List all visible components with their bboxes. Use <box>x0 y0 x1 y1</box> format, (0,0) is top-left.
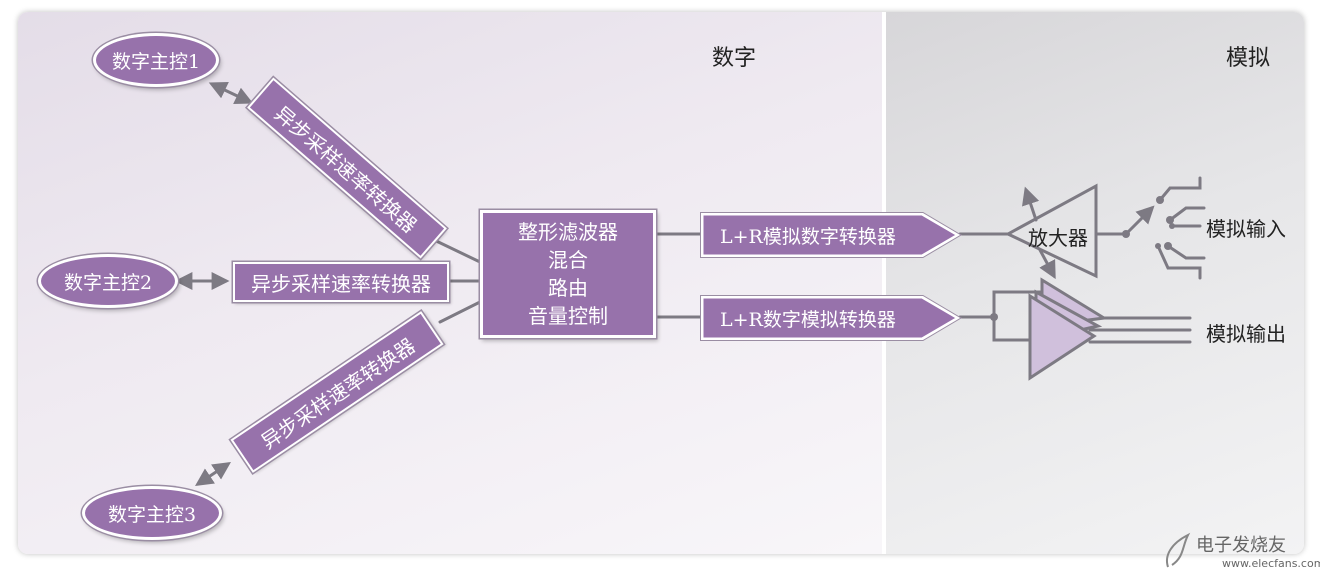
input-tap-1 <box>1158 176 1202 202</box>
watermark-logo-icon <box>1166 532 1191 568</box>
digital-host-3: 数字主控3 <box>82 486 222 540</box>
mixer-line-volume: 音量控制 <box>528 304 608 328</box>
mixer-line-filter: 整形滤波器 <box>518 220 618 244</box>
analog-region <box>886 12 1304 554</box>
mixer-line-route: 路由 <box>548 276 588 300</box>
host-2-label: 数字主控2 <box>63 271 153 294</box>
mixer-line-mix: 混合 <box>548 248 588 272</box>
wire-src1-mixer <box>428 236 482 264</box>
dac-block: L+R数字模拟转换器 <box>700 295 962 341</box>
analog-region-label: 模拟 <box>1226 46 1271 71</box>
watermark-text: 电子发烧友 <box>1196 535 1286 556</box>
mixer-block: 整形滤波器 混合 路由 音量控制 <box>480 210 656 338</box>
host-1-label: 数字主控1 <box>111 50 201 73</box>
amp-arrow-bottom <box>1038 248 1056 280</box>
input-tap-4 <box>1166 244 1206 260</box>
src-converter-2: 异步采样速率转换器 <box>233 262 449 302</box>
analog-output-label: 模拟输出 <box>1206 322 1286 346</box>
input-tap-2 <box>1168 206 1206 222</box>
output-amp-front <box>1028 293 1097 381</box>
out-feedback-2 <box>992 315 1032 342</box>
amplifier-label: 放大器 <box>1028 226 1088 250</box>
digital-region-label: 数字 <box>712 46 757 71</box>
input-tap-5 <box>1156 244 1202 280</box>
amplifier-triangle <box>1004 183 1098 279</box>
dac-label: L+R数字模拟转换器 <box>720 308 896 331</box>
digital-host-1: 数字主控1 <box>93 33 219 87</box>
adc-block: L+R模拟数字转换器 <box>700 212 962 258</box>
diagram-frame <box>18 12 1304 554</box>
out-feedback <box>992 290 1042 319</box>
digital-host-2: 数字主控2 <box>38 254 178 308</box>
host-3-label: 数字主控3 <box>107 503 197 526</box>
arrow-host1 <box>208 82 254 104</box>
wire-src3-mixer <box>438 300 482 324</box>
switch-blade <box>1124 205 1155 236</box>
watermark-url: www.elecfans.com <box>1222 557 1320 570</box>
adc-label: L+R模拟数字转换器 <box>720 225 896 248</box>
arrow-host3 <box>195 462 231 486</box>
amp-arrow-top <box>1022 186 1040 222</box>
watermark: 电子发烧友 www.elecfans.com <box>1162 531 1320 575</box>
analog-input-label: 模拟输入 <box>1206 217 1286 241</box>
